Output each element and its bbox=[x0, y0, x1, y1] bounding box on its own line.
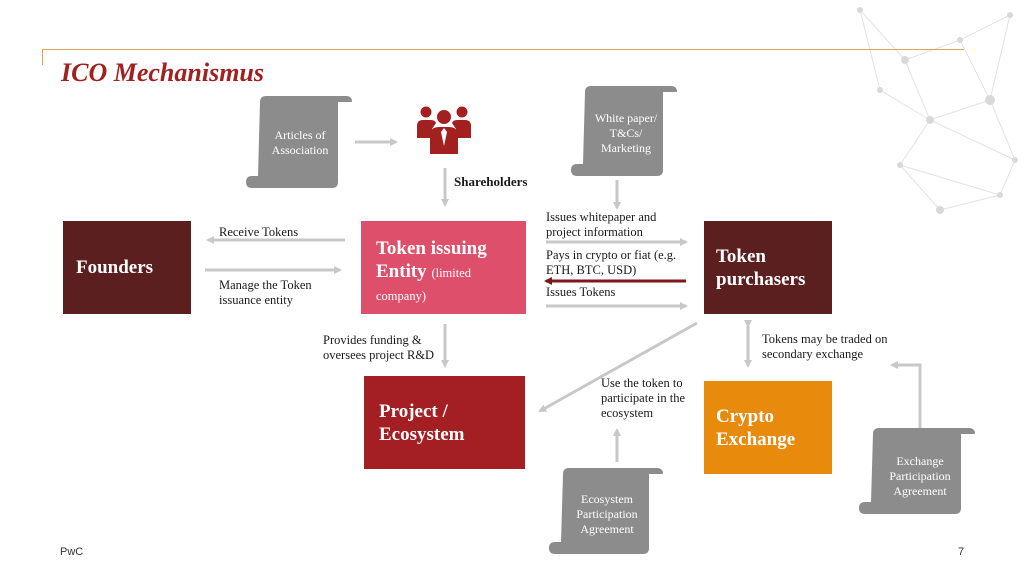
token-entity-sublabel: (limited company) bbox=[376, 266, 472, 303]
founders-box: Founders bbox=[63, 221, 191, 314]
arrow-exchange-agreement-up bbox=[890, 361, 922, 428]
crypto-exchange-box: Crypto Exchange bbox=[704, 381, 832, 474]
label-shareholders: Shareholders bbox=[454, 174, 528, 189]
label-use-token: Use the token to participate in the ecos… bbox=[601, 376, 685, 420]
label-provides-funding: Provides funding & oversees project R&D bbox=[323, 333, 435, 362]
scroll-ecosystem-text: Ecosystem Participation Agreement bbox=[576, 492, 638, 536]
arrow-purchasers-to-project bbox=[538, 321, 698, 413]
project-box: Project / Ecosystem bbox=[364, 376, 525, 469]
label-manage-entity: Manage the Token issuance entity bbox=[219, 278, 312, 307]
label-issues-whitepaper: Issues whitepaper and project informatio… bbox=[546, 210, 657, 239]
scroll-articles-shape bbox=[246, 96, 352, 188]
token-entity-box: Token issuing Entity (limited company) bbox=[361, 221, 526, 314]
scroll-whitepaper-shape bbox=[571, 86, 677, 176]
token-purchasers-box: Token purchasers bbox=[704, 221, 832, 314]
label-tokens-traded: Tokens may be traded on secondary exchan… bbox=[762, 332, 888, 361]
token-entity-label: Token issuing Entity bbox=[376, 238, 487, 282]
scroll-ecosystem-shape bbox=[549, 468, 663, 554]
scroll-exchange-text: Exchange Participation Agreement bbox=[889, 454, 951, 498]
label-pays-crypto: Pays in crypto or fiat (e.g. ETH, BTC, U… bbox=[546, 248, 677, 277]
header-rule bbox=[42, 49, 964, 50]
token-purchasers-label: Token purchasers bbox=[716, 246, 806, 290]
page-number: 7 bbox=[958, 546, 965, 558]
shareholders-icon bbox=[417, 106, 471, 154]
label-issues-tokens: Issues Tokens bbox=[546, 285, 616, 299]
footer-brand: PwC bbox=[60, 546, 84, 558]
scroll-exchange-shape bbox=[859, 428, 975, 514]
founders-label: Founders bbox=[76, 257, 154, 278]
label-receive-tokens: Receive Tokens bbox=[219, 225, 299, 239]
page-title: ICO Mechanismus bbox=[61, 58, 264, 87]
scroll-whitepaper-text: White paper/ T&Cs/ Marketing bbox=[594, 111, 658, 155]
header-rule-mark bbox=[42, 49, 43, 65]
scroll-articles-text: Articles of Association bbox=[271, 128, 329, 157]
crypto-exchange-label: Crypto Exchange bbox=[716, 406, 796, 450]
project-label: Project / Ecosystem bbox=[379, 401, 465, 445]
